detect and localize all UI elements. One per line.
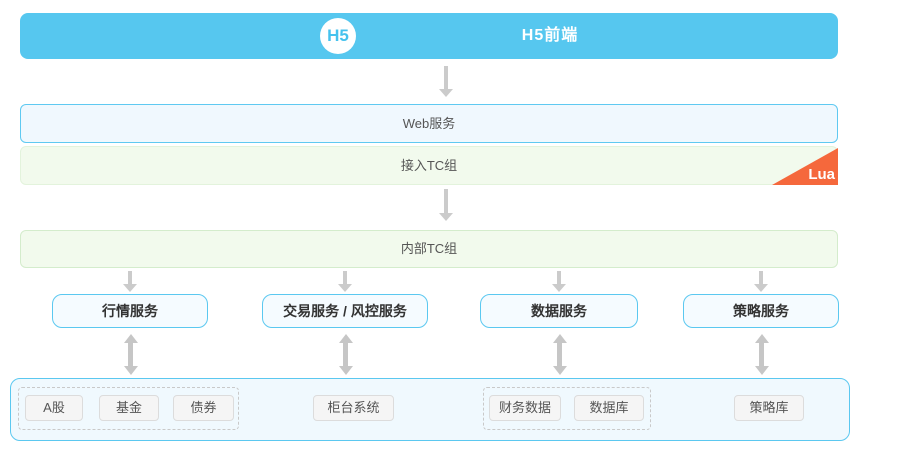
arrow-access-to-internal-icon bbox=[439, 189, 453, 221]
layer-web-service: Web服务 bbox=[20, 104, 838, 143]
service-box-strategy: 策略服务 bbox=[683, 294, 839, 328]
layer-internal-tc: 内部TC组 bbox=[20, 230, 838, 268]
layer-access-tc: 接入TC组 Lua bbox=[20, 146, 838, 185]
lua-corner-ribbon: Lua bbox=[772, 148, 838, 185]
resources-container: A股 基金 债券 柜台系统 财务数据 数据库 策略库 bbox=[10, 378, 850, 441]
arrow-banner-to-web-icon bbox=[439, 66, 453, 97]
h5-badge-icon: H5 bbox=[320, 18, 356, 54]
chip-financial-data: 财务数据 bbox=[489, 395, 561, 421]
double-arrow-quote-icon bbox=[124, 334, 138, 375]
market-data-group bbox=[18, 387, 239, 430]
h5-frontend-banner: H5 H5前端 bbox=[20, 13, 838, 59]
chip-counter-system: 柜台系统 bbox=[313, 395, 394, 421]
service-box-data: 数据服务 bbox=[480, 294, 638, 328]
service-box-quote: 行情服务 bbox=[52, 294, 208, 328]
arrow-to-trade-service-icon bbox=[338, 271, 352, 292]
double-arrow-strategy-icon bbox=[755, 334, 769, 375]
layer-access-tc-label: 接入TC组 bbox=[400, 158, 458, 173]
chip-bond: 债券 bbox=[173, 395, 234, 421]
data-source-group bbox=[483, 387, 651, 430]
arrow-to-strategy-service-icon bbox=[754, 271, 768, 292]
chip-database: 数据库 bbox=[574, 395, 644, 421]
chip-fund: 基金 bbox=[99, 395, 159, 421]
arrow-to-data-service-icon bbox=[552, 271, 566, 292]
double-arrow-trade-icon bbox=[339, 334, 353, 375]
lua-label: Lua bbox=[808, 166, 835, 183]
chip-a-share: A股 bbox=[25, 395, 83, 421]
service-box-trade-risk: 交易服务 / 风控服务 bbox=[262, 294, 428, 328]
arrow-to-quote-service-icon bbox=[123, 271, 137, 292]
banner-title: H5前端 bbox=[521, 27, 579, 44]
double-arrow-data-icon bbox=[553, 334, 567, 375]
chip-strategy-store: 策略库 bbox=[734, 395, 804, 421]
